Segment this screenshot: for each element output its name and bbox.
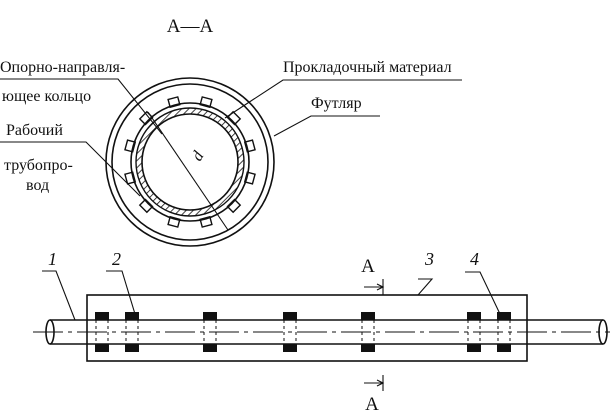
leader-support-ring: [0, 78, 163, 135]
label-pipe-3: вод: [26, 177, 49, 194]
support-ring-block: [283, 312, 297, 320]
support-ring-tooth: [138, 198, 154, 214]
cross-section: d: [105, 77, 275, 247]
support-ring-teeth: [124, 96, 256, 228]
leader-4: [465, 271, 501, 315]
support-ring-block: [203, 312, 217, 320]
support-ring-block: [203, 344, 217, 352]
support-ring-block: [497, 312, 511, 320]
support-ring-block: [283, 344, 297, 352]
support-ring-tooth: [226, 198, 242, 214]
casing: [86, 294, 528, 362]
number-3: 3: [424, 249, 434, 269]
leader-2: [106, 270, 136, 315]
label-pipe-2: трубопро-: [4, 157, 73, 174]
section-arrow-top: [364, 279, 385, 295]
label-support-ring-1: Опорно-направля-: [0, 59, 125, 76]
label-padding: Прокладочный материал: [283, 59, 452, 76]
support-ring-block: [467, 312, 481, 320]
leader-padding: [224, 79, 462, 119]
leader-casing: [273, 115, 380, 137]
section-mark-bottom: A: [365, 394, 379, 415]
support-ring-block: [125, 344, 139, 352]
number-1: 1: [48, 249, 57, 269]
leader-pipe: [0, 141, 141, 197]
number-2: 2: [112, 249, 121, 269]
support-ring-block: [361, 312, 375, 320]
section-mark-top: A: [361, 256, 375, 277]
label-pipe-1: Рабочий: [6, 122, 63, 139]
support-ring-block: [95, 344, 109, 352]
leader-3: [417, 278, 434, 296]
support-ring-block: [361, 344, 375, 352]
side-view: [33, 294, 610, 362]
leader-1: [42, 270, 76, 321]
section-arrow-bottom: [364, 375, 385, 391]
support-ring-block: [497, 344, 511, 352]
support-ring-block: [95, 312, 109, 320]
support-ring: [130, 102, 250, 222]
section-title: A—A: [167, 16, 214, 37]
label-casing: Футляр: [311, 95, 362, 112]
casing-inner: [111, 83, 269, 241]
diameter-line: [147, 111, 229, 231]
support-ring-block: [467, 344, 481, 352]
number-4: 4: [470, 249, 479, 269]
label-support-ring-2: ющее кольцо: [2, 88, 91, 105]
support-ring-block: [125, 312, 139, 320]
working-pipe: [141, 113, 239, 211]
support-rings: [86, 312, 528, 352]
